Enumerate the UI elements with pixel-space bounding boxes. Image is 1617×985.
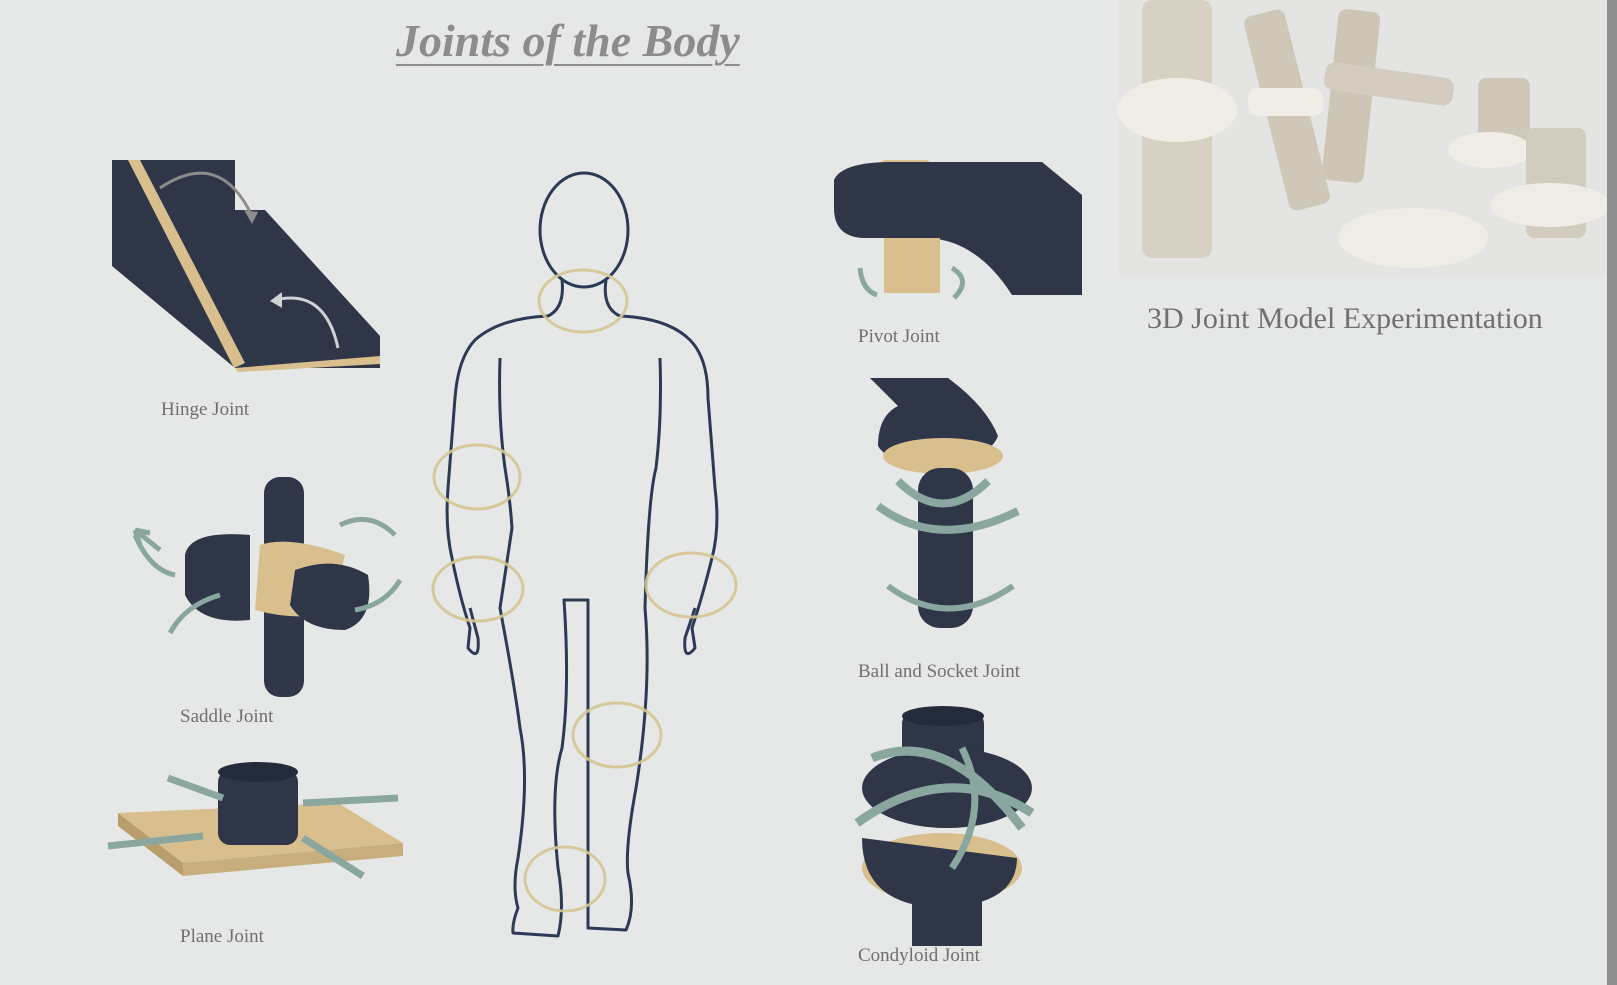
3d-model-caption: 3D Joint Model Experimentation bbox=[1147, 302, 1543, 336]
saddle-joint-label: Saddle Joint bbox=[180, 706, 273, 728]
right-edge-bar bbox=[1607, 0, 1617, 985]
hinge-joint-illustration bbox=[110, 158, 385, 373]
pivot-joint-illustration bbox=[832, 150, 1087, 310]
right-wrist-ring bbox=[646, 553, 736, 617]
condyloid-joint-illustration bbox=[852, 708, 1062, 948]
saddle-joint-illustration bbox=[130, 475, 410, 700]
left-wrist-ring bbox=[433, 557, 523, 621]
neck-ring bbox=[539, 270, 627, 332]
joint-highlight-rings bbox=[430, 265, 740, 925]
pivot-joint-label: Pivot Joint bbox=[858, 326, 940, 348]
knee-ring bbox=[573, 703, 661, 767]
plane-joint-illustration bbox=[108, 758, 413, 908]
ball-socket-joint-label: Ball and Socket Joint bbox=[858, 661, 1020, 683]
hinge-joint-label: Hinge Joint bbox=[161, 399, 249, 421]
ball-socket-joint-illustration bbox=[868, 376, 1028, 631]
plane-joint-label: Plane Joint bbox=[180, 926, 264, 948]
left-elbow-ring bbox=[434, 445, 520, 509]
ankle-ring bbox=[525, 847, 605, 911]
condyloid-joint-label: Condyloid Joint bbox=[858, 945, 980, 967]
page-title: Joints of the Body bbox=[396, 14, 796, 67]
3d-joint-model-photo bbox=[1118, 0, 1607, 275]
